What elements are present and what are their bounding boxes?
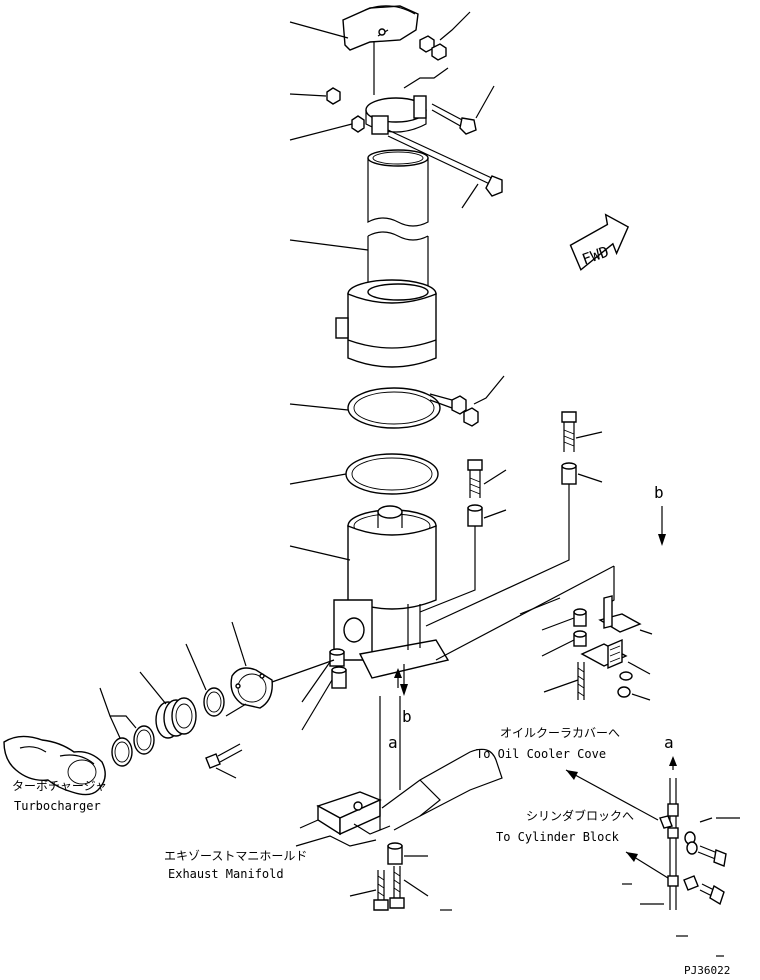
leader-line bbox=[109, 715, 121, 739]
leader-line bbox=[301, 679, 333, 731]
leader-line bbox=[403, 879, 429, 897]
spacer-bottom bbox=[387, 842, 403, 865]
drawing-id: PJ36022 bbox=[684, 964, 730, 977]
guide-line bbox=[419, 526, 476, 613]
muffler-upper bbox=[335, 279, 437, 368]
leader-line bbox=[631, 693, 651, 701]
ref-label-b-lower: b bbox=[402, 707, 412, 726]
arrow-head bbox=[566, 770, 578, 780]
nut-right bbox=[617, 671, 633, 698]
ref-label-a: a bbox=[388, 733, 398, 752]
leader-line bbox=[231, 621, 247, 667]
leader-line bbox=[577, 473, 603, 483]
leader-line bbox=[289, 123, 353, 141]
bellows-joint bbox=[155, 697, 197, 739]
bolt-clamp-2 bbox=[387, 129, 503, 197]
fwd-arrow: FWD bbox=[569, 213, 630, 271]
cylinder-block-label-jp: シリンダブロックへ bbox=[526, 808, 634, 823]
spacer-mid-left bbox=[467, 504, 483, 527]
gasket-ring-1 bbox=[203, 687, 225, 717]
leader-line bbox=[575, 431, 603, 439]
leader-line bbox=[483, 469, 507, 485]
leader-line bbox=[99, 687, 137, 729]
leader-line bbox=[289, 403, 349, 411]
arrow-oil-cooler bbox=[565, 769, 659, 821]
arrow-head bbox=[669, 756, 677, 766]
leader-line bbox=[289, 473, 347, 485]
spacer-mid-right bbox=[561, 462, 577, 485]
leader-line bbox=[439, 11, 471, 41]
bracket-upper bbox=[598, 595, 642, 633]
leader-line bbox=[185, 643, 207, 691]
arrow-head bbox=[626, 852, 638, 862]
exhaust-pipe bbox=[367, 149, 429, 290]
leader-line bbox=[541, 639, 575, 657]
exhaust-manifold bbox=[295, 748, 503, 847]
muffler-body bbox=[333, 505, 450, 679]
turbocharger bbox=[3, 735, 106, 796]
cylinder-block-label-en: To Cylinder Block bbox=[496, 830, 620, 844]
flange-adapter bbox=[230, 667, 273, 709]
guide-line bbox=[435, 565, 615, 661]
nuts-clamp bbox=[451, 395, 479, 427]
ref-label-b: b bbox=[654, 483, 664, 502]
bolt-mid-left bbox=[467, 459, 483, 498]
leader-line bbox=[289, 239, 369, 251]
leader-line bbox=[289, 93, 327, 97]
manifold-label-jp: エキゾーストマニホールド bbox=[164, 849, 307, 863]
spacers-right bbox=[573, 608, 587, 647]
leader-line bbox=[541, 617, 575, 631]
leader-line bbox=[483, 509, 507, 519]
bolts-lower-right bbox=[684, 831, 727, 906]
nut-left bbox=[326, 87, 341, 105]
leader-line bbox=[403, 67, 449, 89]
nut-small bbox=[351, 115, 365, 133]
leader-line bbox=[349, 889, 377, 897]
nut-top bbox=[419, 35, 447, 61]
band-clamp bbox=[347, 387, 453, 429]
guide-line bbox=[425, 484, 570, 627]
leader-line bbox=[289, 21, 349, 39]
manifold-label-en: Exhaust Manifold bbox=[168, 867, 284, 881]
leader-line bbox=[461, 183, 479, 209]
fittings bbox=[659, 803, 699, 891]
turbo-label-en: Turbocharger bbox=[14, 799, 101, 813]
stud-right bbox=[577, 662, 585, 700]
turbo-label-jp: ターボチャージャ bbox=[12, 779, 107, 793]
arrow-head bbox=[658, 534, 666, 546]
bracket-lower bbox=[580, 638, 628, 670]
leader-line bbox=[475, 85, 495, 119]
bolts-bottom bbox=[373, 866, 405, 911]
leader-line bbox=[543, 679, 579, 693]
leader-line bbox=[639, 629, 653, 635]
leader-line bbox=[699, 817, 713, 823]
oil-cooler-label-jp: オイルクーラカバーへ bbox=[500, 726, 620, 740]
oil-cooler-label-en: To Oil Cooler Cove bbox=[476, 747, 606, 761]
leader-line bbox=[215, 767, 237, 779]
rain-cap bbox=[342, 5, 419, 51]
bolt-clamp-1 bbox=[431, 103, 477, 135]
arrow-head bbox=[394, 668, 402, 678]
gasket-rings-pair bbox=[111, 725, 155, 767]
guide-line bbox=[225, 703, 247, 717]
leader-line bbox=[289, 545, 351, 561]
ref-label-a-right: a bbox=[664, 733, 674, 752]
bolt-mid-right bbox=[561, 411, 577, 452]
bolt-flange bbox=[205, 743, 243, 769]
arrow-head bbox=[400, 684, 408, 696]
gasket bbox=[345, 453, 439, 495]
leader-line bbox=[473, 375, 505, 405]
guide-line bbox=[271, 659, 335, 683]
clamp-band bbox=[365, 95, 427, 135]
spacers-base bbox=[329, 648, 347, 689]
leader-line bbox=[139, 671, 167, 705]
guide-line bbox=[519, 597, 561, 615]
leader-line bbox=[627, 661, 651, 675]
leader-line bbox=[301, 661, 331, 703]
